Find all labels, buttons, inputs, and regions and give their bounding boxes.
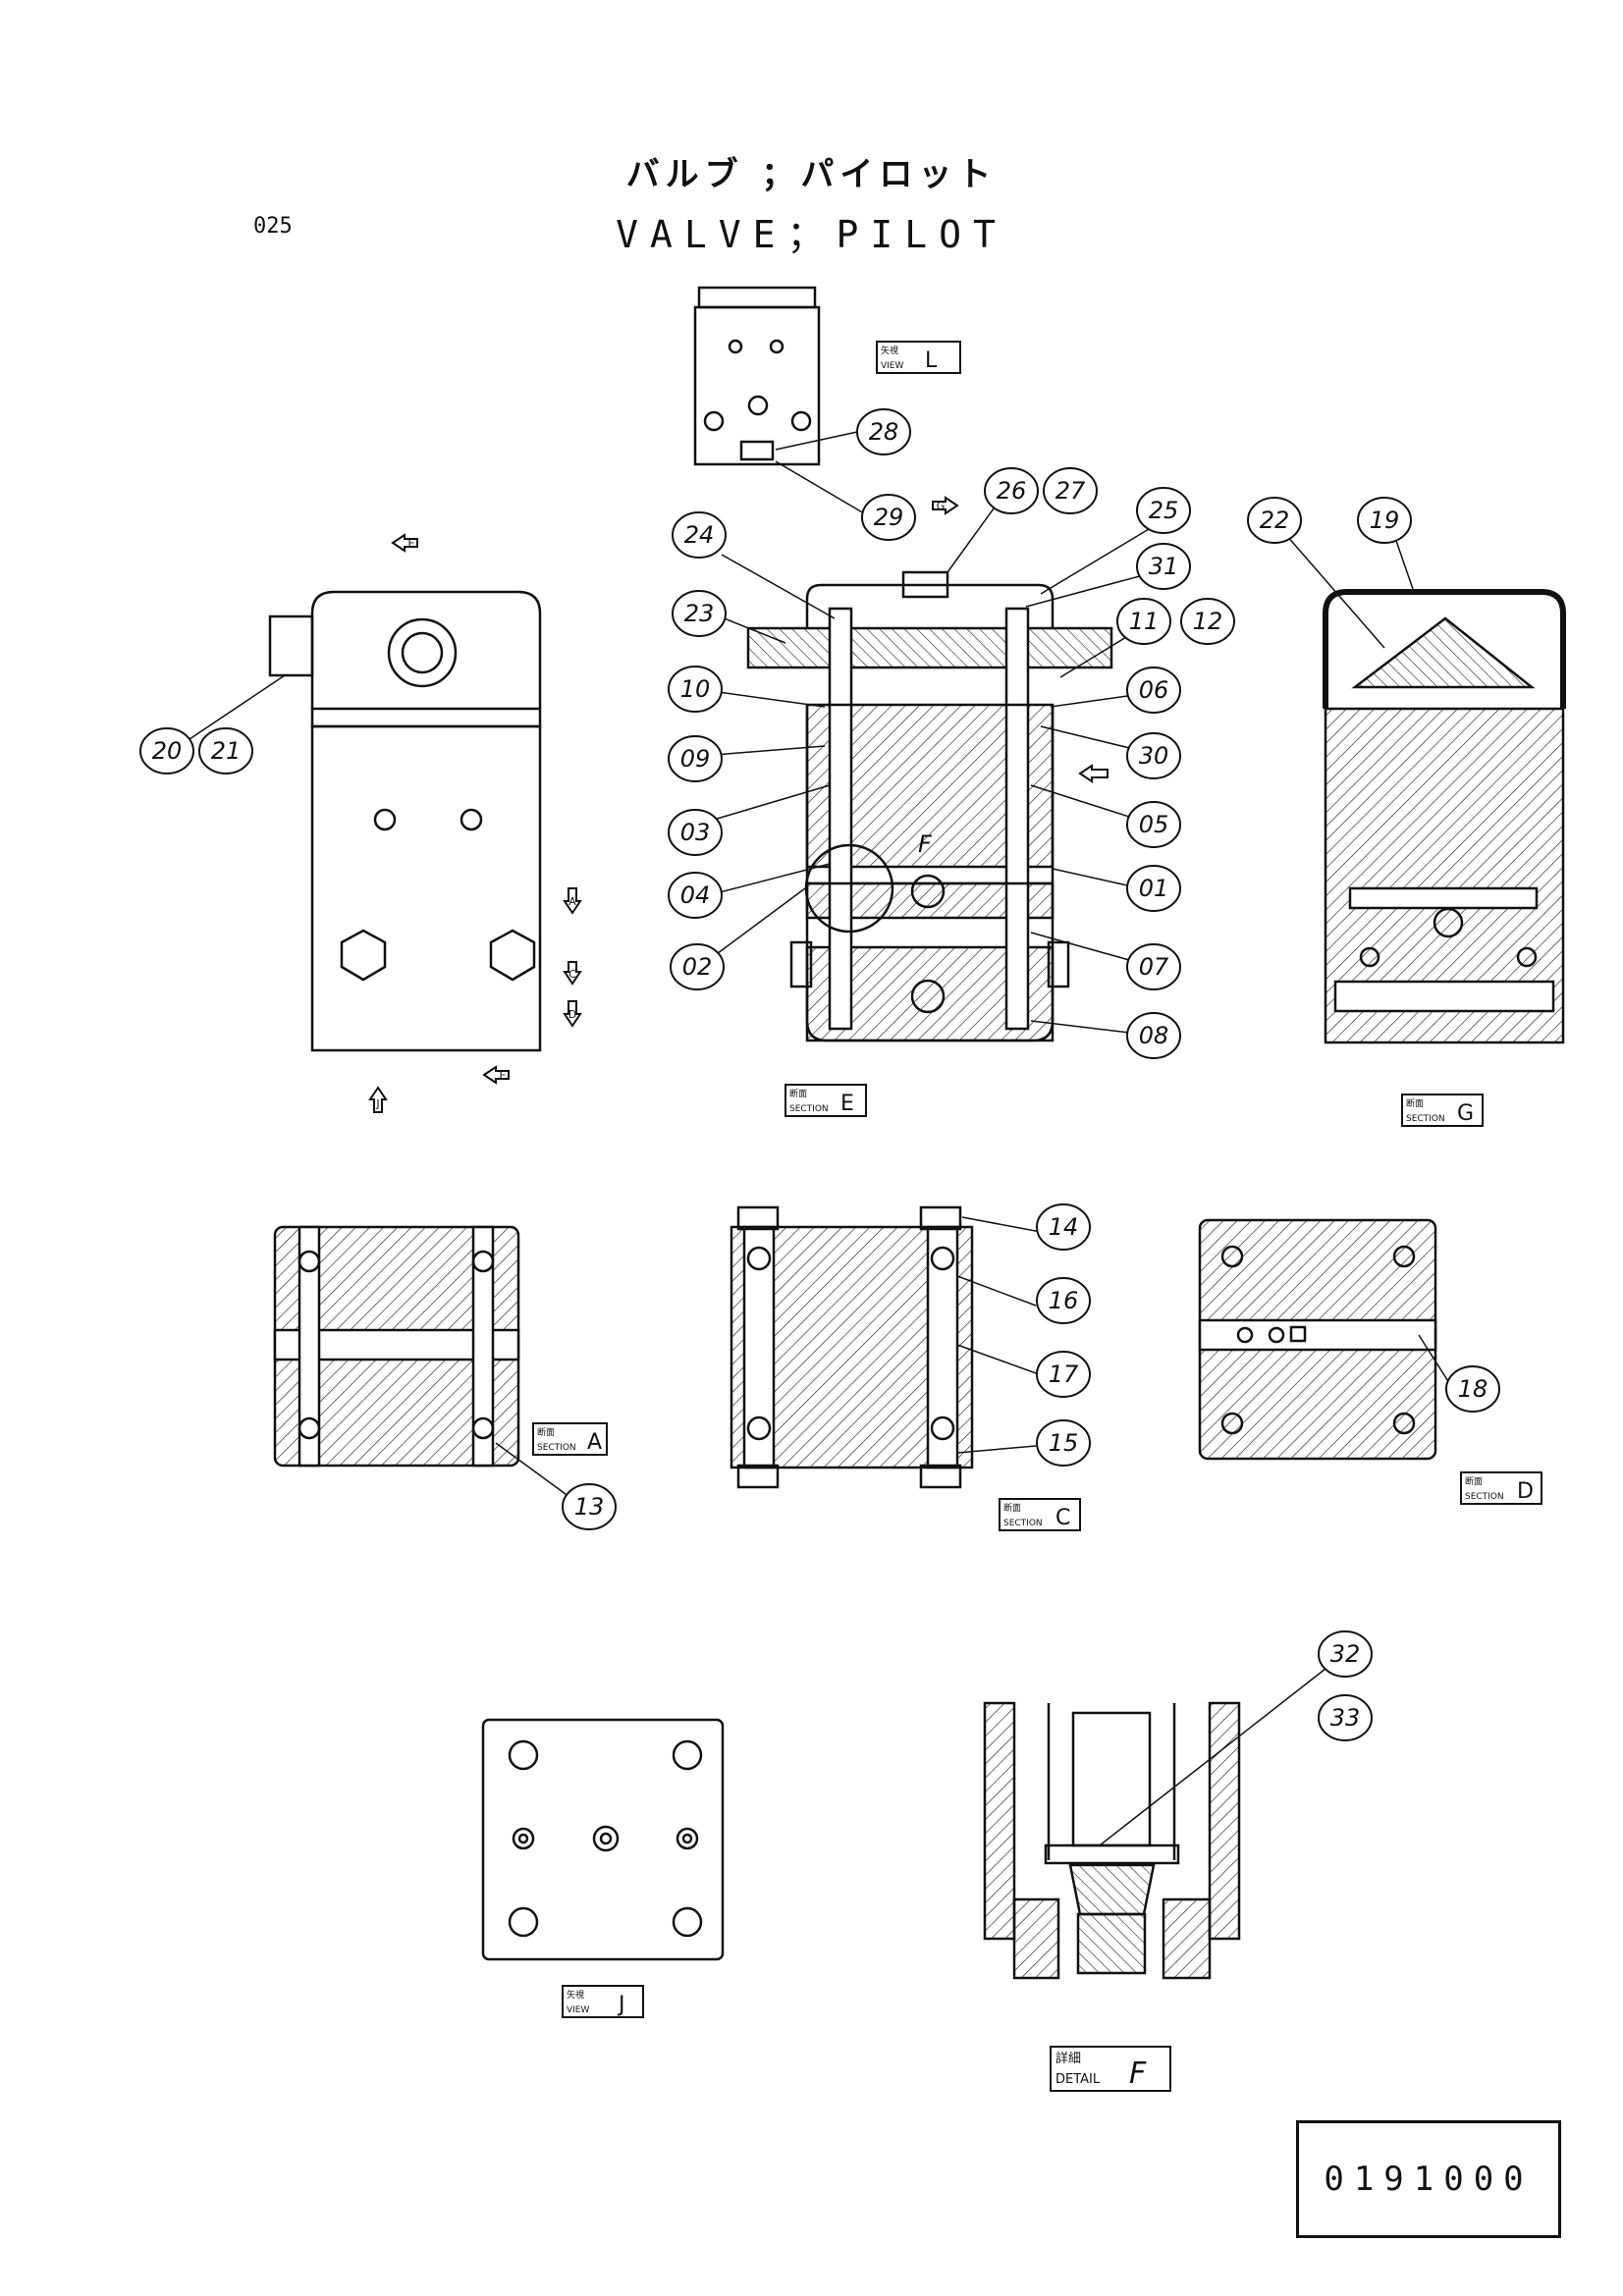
view-j-tag — [562, 1985, 644, 2018]
detail-f-tag-bottom: DETAIL — [1055, 2072, 1101, 2087]
callout-19: 19 — [1370, 507, 1400, 534]
section-d-tag-bottom: SECTION — [1465, 1492, 1504, 1502]
view-j-drawing — [481, 1718, 725, 1961]
arrow-e-bottom-label: E — [500, 1069, 507, 1082]
section-e-tag — [784, 1084, 867, 1117]
section-g-tag-bottom: SECTION — [1406, 1114, 1445, 1124]
section-a-drawing — [273, 1225, 520, 1468]
side-view-drawing — [268, 590, 542, 1052]
section-e-tag-top: 断面 — [789, 1088, 807, 1099]
callout-21: 21 — [211, 737, 242, 765]
view-l-tag-letter: L — [925, 348, 938, 373]
callout-28: 28 — [869, 418, 899, 446]
section-c-tag — [999, 1498, 1081, 1531]
detail-f-marker: F — [918, 830, 933, 858]
arrow-j-icon — [368, 1086, 388, 1113]
page-number: 025 — [253, 214, 293, 239]
title-english: VALVE；PILOT — [616, 213, 1007, 256]
arrow-j-label: J — [375, 1097, 379, 1110]
callout-24: 24 — [684, 521, 715, 549]
detail-f-tag-letter: F — [1129, 2056, 1147, 2091]
callout-01: 01 — [1139, 875, 1169, 902]
detail-f-drawing — [983, 1701, 1241, 1980]
section-c-tag-top: 断面 — [1003, 1502, 1021, 1514]
callout-18: 18 — [1458, 1375, 1488, 1403]
callout-08: 08 — [1139, 1022, 1169, 1049]
section-g-tag-letter: G — [1457, 1101, 1474, 1126]
detail-f-tag — [1050, 2046, 1171, 2092]
callout-32: 32 — [1330, 1640, 1361, 1668]
arrow-g-icon — [932, 496, 959, 515]
callout-11: 11 — [1129, 608, 1160, 635]
arrow-c-icon — [563, 961, 582, 986]
section-d-tag-letter: D — [1517, 1479, 1534, 1504]
section-a-tag-letter: A — [587, 1430, 602, 1455]
callout-26: 26 — [997, 477, 1027, 505]
arrow-e-top-icon — [391, 533, 418, 553]
callout-10: 10 — [680, 675, 711, 703]
section-c-tag-letter: C — [1055, 1506, 1070, 1530]
section-e-tag-bottom: SECTION — [789, 1104, 829, 1114]
arrow-g-label: G — [937, 500, 946, 512]
callout-05: 05 — [1139, 811, 1169, 838]
section-e-drawing — [746, 570, 1113, 1042]
callout-17: 17 — [1049, 1361, 1079, 1388]
view-l-drawing — [693, 286, 821, 466]
view-j-tag-letter: J — [617, 1993, 625, 2017]
arrow-a-icon — [563, 887, 582, 915]
callout-29: 29 — [874, 504, 904, 531]
view-j-tag-bottom: VIEW — [567, 2005, 589, 2015]
section-a-tag-top: 断面 — [537, 1426, 555, 1438]
view-l-tag-bottom: VIEW — [881, 361, 903, 371]
callout-30: 30 — [1139, 742, 1169, 770]
section-c-tag-bottom: SECTION — [1003, 1519, 1043, 1528]
callout-12: 12 — [1193, 608, 1223, 635]
section-c-drawing — [730, 1205, 974, 1489]
callout-06: 06 — [1139, 676, 1169, 704]
section-a-tag — [532, 1422, 608, 1456]
callout-09: 09 — [680, 745, 711, 773]
section-g-tag-top: 断面 — [1406, 1097, 1424, 1109]
callout-13: 13 — [574, 1493, 605, 1521]
view-l-tag — [876, 341, 961, 374]
arrow-c-label: C — [568, 968, 576, 981]
callout-16: 16 — [1049, 1287, 1079, 1314]
section-d-tag — [1460, 1471, 1542, 1505]
view-j-tag-top: 矢視 — [567, 1989, 584, 2001]
arrow-section-g-icon — [1078, 764, 1109, 783]
arrow-e-top-label: E — [408, 537, 415, 550]
callout-20: 20 — [152, 737, 183, 765]
section-a-tag-bottom: SECTION — [537, 1443, 576, 1453]
detail-f-tag-top: 詳細 — [1055, 2051, 1081, 2066]
callout-04: 04 — [680, 881, 711, 909]
arrow-d-icon — [563, 1000, 582, 1028]
section-d-tag-top: 断面 — [1465, 1475, 1483, 1487]
callout-03: 03 — [680, 819, 711, 846]
arrow-d-label: D — [568, 1008, 576, 1021]
part-number-box: 0191000 — [1296, 2120, 1561, 2238]
callout-14: 14 — [1049, 1213, 1079, 1241]
title-japanese: バルブ ；パイロット — [625, 155, 998, 194]
callout-07: 07 — [1139, 953, 1169, 981]
view-l-tag-top: 矢視 — [881, 345, 898, 356]
callout-22: 22 — [1260, 507, 1290, 534]
arrow-a-label: A — [568, 895, 576, 908]
section-g-drawing — [1323, 589, 1566, 1044]
section-e-tag-letter: E — [840, 1092, 854, 1116]
callout-23: 23 — [684, 600, 715, 627]
callout-33: 33 — [1330, 1704, 1361, 1732]
arrow-e-bottom-icon — [482, 1065, 510, 1085]
callout-15: 15 — [1049, 1429, 1079, 1457]
callout-27: 27 — [1055, 477, 1086, 505]
section-d-drawing — [1198, 1218, 1437, 1461]
callout-25: 25 — [1149, 497, 1179, 524]
section-g-tag — [1401, 1094, 1484, 1127]
callout-31: 31 — [1149, 553, 1179, 580]
callout-02: 02 — [682, 953, 713, 981]
